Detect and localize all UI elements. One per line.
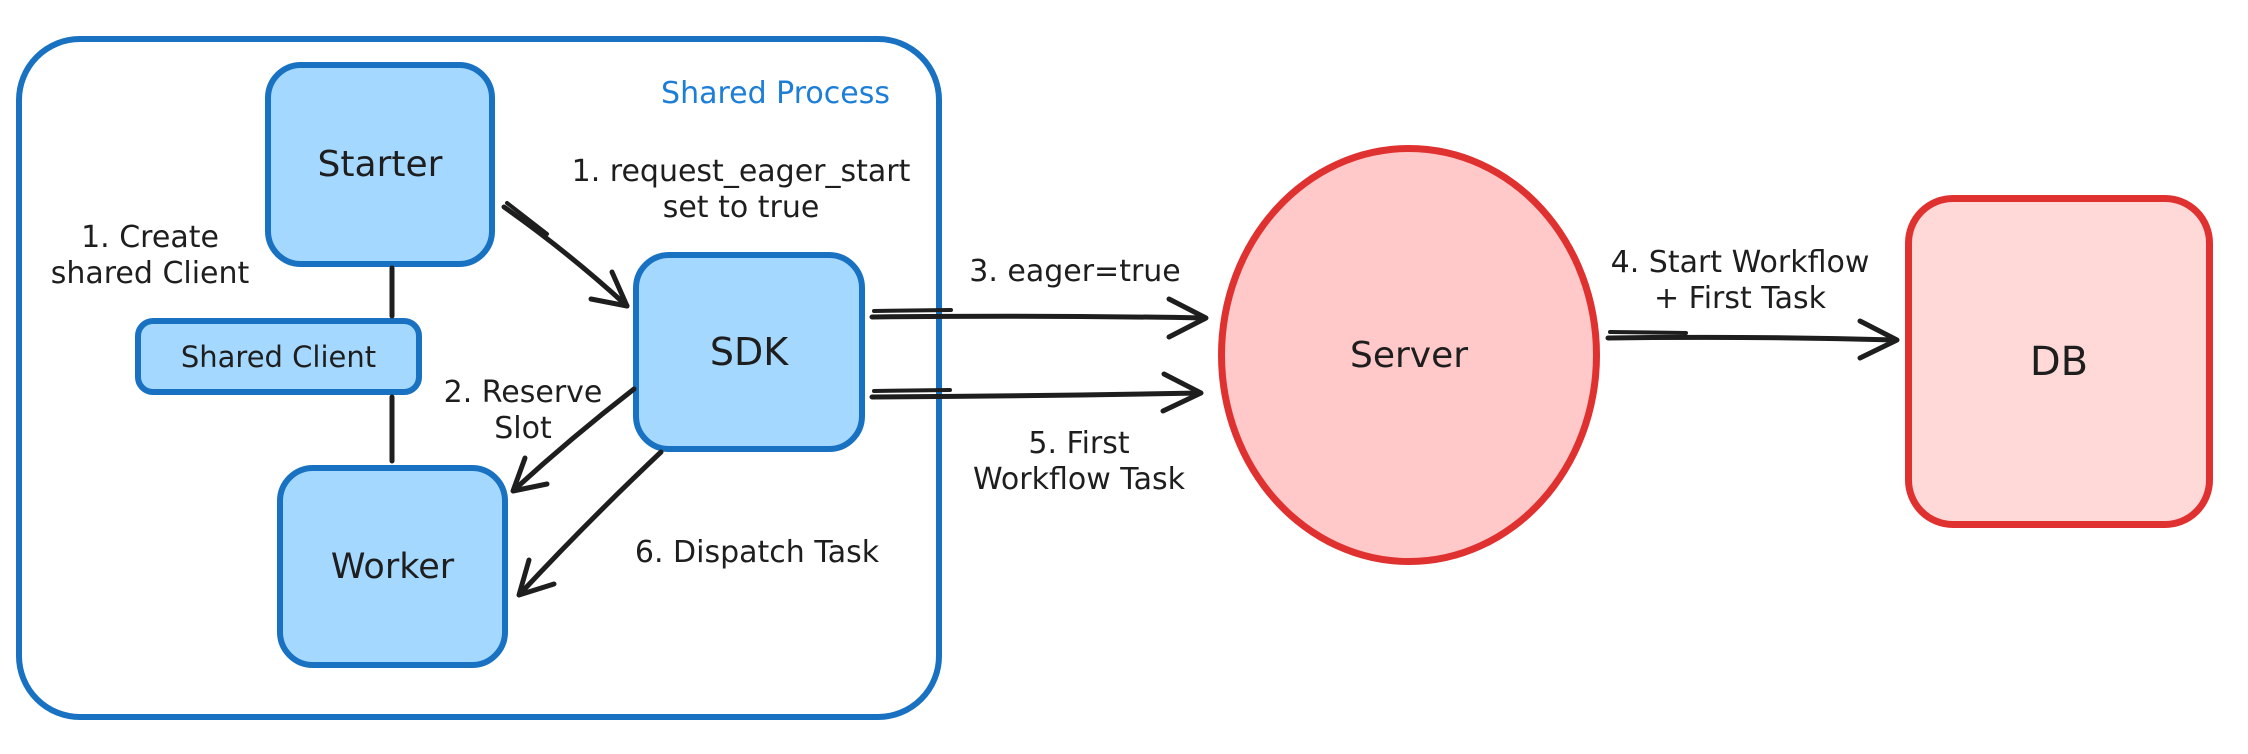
node-sdk: SDK bbox=[633, 252, 865, 452]
node-shared-client-label: Shared Client bbox=[180, 339, 377, 374]
group-shared-process: Shared Process bbox=[16, 36, 942, 720]
label-dispatch-task: 6. Dispatch Task bbox=[634, 535, 880, 570]
node-shared-client: Shared Client bbox=[135, 318, 422, 395]
arrow-server-db bbox=[1605, 318, 1900, 361]
node-sdk-label: SDK bbox=[709, 330, 789, 374]
label-start-workflow-first-task: 4. Start Workflow + First Task bbox=[1610, 245, 1870, 316]
group-shared-process-label: Shared Process bbox=[661, 76, 890, 111]
node-starter: Starter bbox=[265, 62, 495, 267]
node-starter-label: Starter bbox=[317, 144, 443, 185]
node-worker-label: Worker bbox=[330, 546, 455, 587]
node-db: DB bbox=[1905, 195, 2213, 528]
label-create-shared-client: 1. Create shared Client bbox=[50, 220, 250, 291]
label-reserve-slot: 2. Reserve Slot bbox=[443, 375, 603, 446]
node-server: Server bbox=[1218, 145, 1600, 565]
node-worker: Worker bbox=[277, 465, 508, 668]
node-db-label: DB bbox=[2029, 338, 2089, 385]
label-first-workflow-task: 5. First Workflow Task bbox=[972, 426, 1186, 497]
label-eager-true: 3. eager=true bbox=[969, 254, 1181, 289]
label-request-eager-start: 1. request_eager_start set to true bbox=[571, 154, 911, 225]
node-server-label: Server bbox=[1349, 334, 1469, 376]
